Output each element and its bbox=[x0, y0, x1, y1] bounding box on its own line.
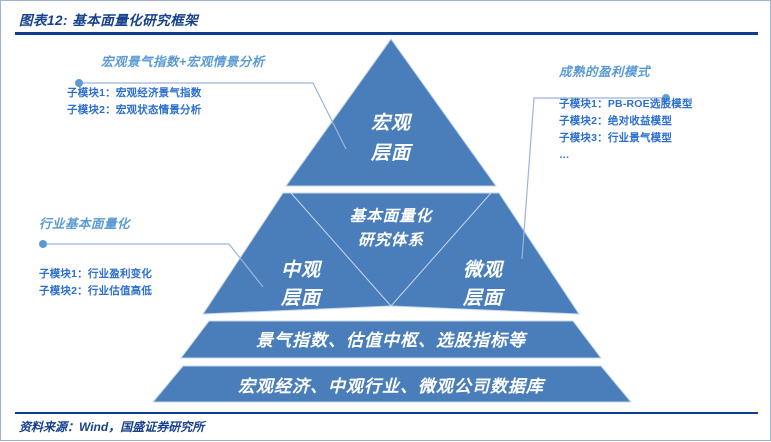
pyramid-top-triangle: 宏观 层面 bbox=[285, 38, 497, 187]
left-triangle-label-line1: 中观 bbox=[281, 259, 323, 281]
pyramid-bar-upper: 景气指数、估值中枢、选股指标等 bbox=[179, 320, 603, 359]
left-triangle-label-line2: 层面 bbox=[280, 288, 324, 309]
list-item: 子模块2：宏观状态情景分析 bbox=[67, 104, 202, 116]
callout-industry-title: 行业基本面量化 bbox=[39, 217, 131, 231]
right-triangle-label-line1: 微观 bbox=[463, 259, 505, 281]
bar-lower-label: 宏观经济、中观行业、微观公司数据库 bbox=[238, 377, 546, 396]
pyramid-bar-lower: 宏观经济、中观行业、微观公司数据库 bbox=[151, 365, 633, 403]
center-label-line2: 研究体系 bbox=[358, 231, 425, 249]
center-label-line1: 基本面量化 bbox=[350, 207, 434, 225]
callout-industry-list: 子模块1：行业盈利变化 子模块2：行业估值高低 bbox=[39, 266, 152, 300]
callout-micro: 成熟的盈利模式 子模块1：PB-ROE选股模型 子模块2：绝对收益模型 子模块3… bbox=[549, 61, 693, 164]
list-item: 子模块1：行业盈利变化 bbox=[39, 268, 153, 280]
source-note: 资料来源：Wind，国盛证券研究所 bbox=[19, 420, 205, 434]
top-triangle-label-line2: 层面 bbox=[370, 143, 414, 164]
list-item: 子模块3：行业景气模型 bbox=[559, 132, 673, 144]
callout-macro-title: 宏观景气指数+宏观情景分析 bbox=[101, 55, 265, 69]
page-title: 图表12: 基本面量化研究框架 bbox=[19, 13, 199, 28]
list-item: 子模块2：行业估值高低 bbox=[39, 285, 153, 297]
list-item: … bbox=[559, 149, 570, 161]
callout-industry: 行业基本面量化 子模块1：行业盈利变化 子模块2：行业估值高低 bbox=[31, 213, 152, 300]
callout-macro-list: 子模块1：宏观经济景气指数 子模块2：宏观状态情景分析 bbox=[67, 85, 265, 119]
title-divider bbox=[15, 32, 758, 35]
list-item: 子模块2：绝对收益模型 bbox=[559, 115, 673, 127]
bar-upper-label: 景气指数、估值中枢、选股指标等 bbox=[256, 331, 528, 350]
pyramid-center-inverted-triangle: 基本面量化 研究体系 bbox=[289, 192, 493, 307]
list-item: 子模块1：PB-ROE选股模型 bbox=[559, 98, 693, 110]
list-item: 子模块1：宏观经济景气指数 bbox=[67, 87, 202, 99]
callout-micro-title: 成熟的盈利模式 bbox=[559, 65, 651, 79]
right-triangle-label-line2: 层面 bbox=[462, 288, 506, 309]
footer-divider bbox=[15, 412, 758, 414]
top-triangle-label-line1: 宏观 bbox=[371, 112, 413, 134]
callout-micro-list: 子模块1：PB-ROE选股模型 子模块2：绝对收益模型 子模块3：行业景气模型 … bbox=[559, 96, 693, 164]
callout-macro: 宏观景气指数+宏观情景分析 子模块1：宏观经济景气指数 子模块2：宏观状态情景分… bbox=[59, 51, 265, 119]
